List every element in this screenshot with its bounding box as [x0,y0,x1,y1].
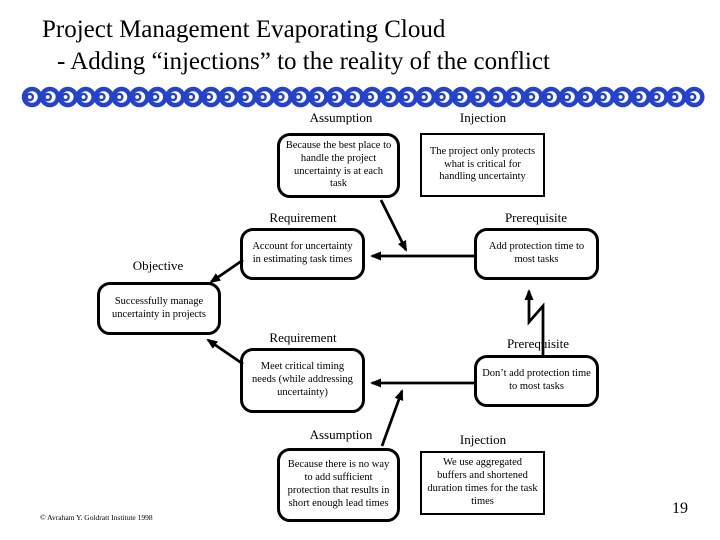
copyright-text: © Avraham Y. Goldratt Institute 1998 [40,513,153,522]
requirement-bottom-box: Meet critical timing needs (while addres… [240,348,365,413]
label-injection-bottom: Injection [459,432,507,447]
prerequisite-bottom-box: Don’t add protection time to most tasks [474,355,599,407]
assumption-top-box: Because the best place to handle the pro… [277,133,400,198]
requirement-top-box: Account for uncertainty in estimating ta… [240,228,365,280]
label-requirement-bottom: Requirement [269,330,337,345]
label-assumption-bottom: Assumption [309,427,373,442]
chain-divider-icon [21,86,705,108]
label-objective: Objective [132,258,184,273]
page-number: 19 [672,500,688,517]
objective-box: Successfully manage uncertainty in proje… [97,282,221,335]
injection-top-box: The project only protects what is critic… [420,133,545,197]
arrow-assumption-top-pointer [379,199,408,252]
label-prerequisite-top: Prerequisite [504,210,568,225]
slide-title-line1: Project Management Evaporating Cloud [42,16,446,43]
label-injection-top: Injection [459,110,507,125]
label-requirement-top: Requirement [269,210,337,225]
label-prerequisite-bottom: Prerequisite [506,336,570,351]
assumption-bottom-box: Because there is no way to add sufficien… [277,448,400,522]
slide-title-line2: - Adding “injections” to the reality of … [57,48,550,75]
injection-bottom-box: We use aggregated buffers and shortened … [420,451,545,515]
prerequisite-top-box: Add protection time to most tasks [474,228,599,280]
label-assumption-top: Assumption [309,110,373,125]
